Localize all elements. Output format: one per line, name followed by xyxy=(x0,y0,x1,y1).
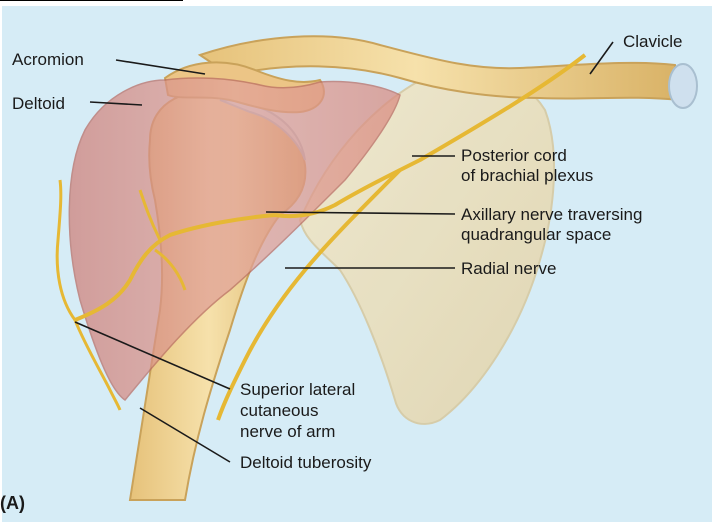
label-deltoid-tuberosity: Deltoid tuberosity xyxy=(240,453,371,472)
label-radial-nerve: Radial nerve xyxy=(461,259,556,278)
clavicle-end xyxy=(669,64,697,108)
label-deltoid: Deltoid xyxy=(12,94,65,113)
panel-label: (A) xyxy=(0,493,25,514)
label-axillary-line2: quadrangular space xyxy=(461,225,611,244)
label-superior-lateral-line2: cutaneous xyxy=(240,401,318,420)
label-posterior-cord-line1: Posterior cord xyxy=(461,146,567,165)
label-axillary-line1: Axillary nerve traversing xyxy=(461,205,642,224)
label-clavicle: Clavicle xyxy=(623,32,683,51)
label-superior-lateral-line1: Superior lateral xyxy=(240,380,355,399)
label-acromion: Acromion xyxy=(12,50,84,69)
label-posterior-cord-line2: of brachial plexus xyxy=(461,166,593,185)
label-superior-lateral-line3: nerve of arm xyxy=(240,422,335,441)
